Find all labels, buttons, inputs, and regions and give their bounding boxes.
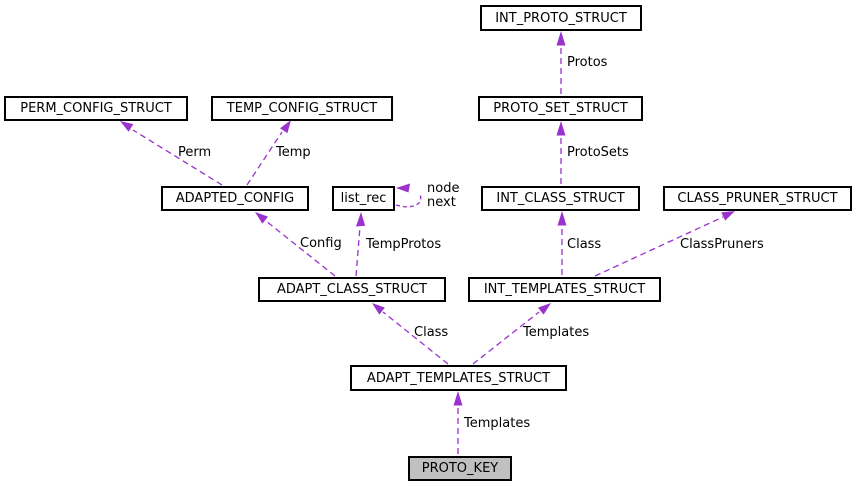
edge-self-loop-line [395, 194, 422, 208]
edge-label-int-class: Class [567, 237, 601, 252]
edge-config-line [265, 220, 336, 277]
edge-adapt-class: Class [372, 303, 449, 365]
node-proto-set-struct[interactable]: PROTO_SET_STRUCT [478, 96, 643, 121]
node-int-proto-struct[interactable]: INT_PROTO_STRUCT [480, 5, 642, 31]
edge-config: Config [255, 212, 342, 277]
node-adapt-templates-struct[interactable]: ADAPT_TEMPLATES_STRUCT [350, 365, 567, 391]
node-proto-key: PROTO_KEY [408, 456, 512, 481]
edge-temp-protos-arrowhead [356, 212, 366, 227]
edge-label-adapt-class: Class [414, 325, 448, 340]
edge-adapt-templates-arrowhead [453, 391, 463, 406]
node-int-templates-struct[interactable]: INT_TEMPLATES_STRUCT [468, 277, 661, 302]
edge-label-class-pruners: ClassPruners [680, 237, 764, 252]
node-adapt-class-struct[interactable]: ADAPT_CLASS_STRUCT [258, 277, 446, 302]
edge-label-int-templates: Templates [522, 325, 589, 340]
edge-label-protosets: ProtoSets [567, 145, 629, 160]
edge-int-class: Class [557, 211, 601, 275]
edge-adapt-class-arrowhead [372, 303, 385, 315]
edge-int-class-arrowhead [557, 211, 567, 226]
edge-temp-arrowhead [280, 120, 291, 134]
edge-label-temp-protos: TempProtos [365, 237, 441, 252]
node-temp-config-struct[interactable]: TEMP_CONFIG_STRUCT [211, 96, 393, 121]
edge-label-temp: Temp [275, 145, 311, 160]
edge-adapt-class-line [382, 311, 449, 365]
edge-temp-line [246, 131, 283, 186]
edge-label-node: node [427, 181, 459, 196]
edge-label-next: next [427, 195, 456, 210]
edge-protos: Protos [556, 31, 608, 94]
edge-class-pruners-line [594, 216, 724, 277]
edge-label-adapt-templates: Templates [463, 416, 530, 431]
edge-protosets: ProtoSets [556, 121, 629, 184]
edge-int-templates: Templates [472, 303, 589, 365]
edge-int-templates-arrowhead [538, 303, 551, 315]
edge-perm: Perm [120, 121, 223, 186]
edge-label-perm: Perm [178, 145, 211, 160]
node-perm-config-struct[interactable]: PERM_CONFIG_STRUCT [4, 96, 188, 121]
edge-temp-protos: TempProtos [355, 212, 441, 277]
edge-adapt-templates: Templates [453, 391, 530, 454]
edge-perm-arrowhead [120, 121, 134, 132]
node-adapted-config[interactable]: ADAPTED_CONFIG [161, 186, 309, 211]
node-class-pruner-struct[interactable]: CLASS_PRUNER_STRUCT [663, 186, 852, 211]
edge-self-loop-arrowhead [396, 183, 410, 193]
edge-protos-arrowhead [556, 31, 566, 46]
edge-temp-protos-line [355, 226, 361, 277]
edge-config-arrowhead [255, 212, 268, 224]
edge-label-config: Config [300, 236, 342, 251]
edge-perm-line [132, 129, 223, 186]
edge-int-templates-line [472, 311, 540, 365]
node-int-class-struct[interactable]: INT_CLASS_STRUCT [481, 186, 640, 211]
edge-label-protos: Protos [567, 55, 608, 70]
edge-class-pruners-arrowhead [721, 211, 735, 221]
edge-class-pruners: ClassPruners [594, 211, 764, 277]
edge-protosets-arrowhead [556, 121, 566, 136]
edge-temp: Temp [246, 120, 311, 186]
edge-self-loop: node next [395, 181, 459, 210]
node-list-rec[interactable]: list_rec [332, 186, 395, 211]
